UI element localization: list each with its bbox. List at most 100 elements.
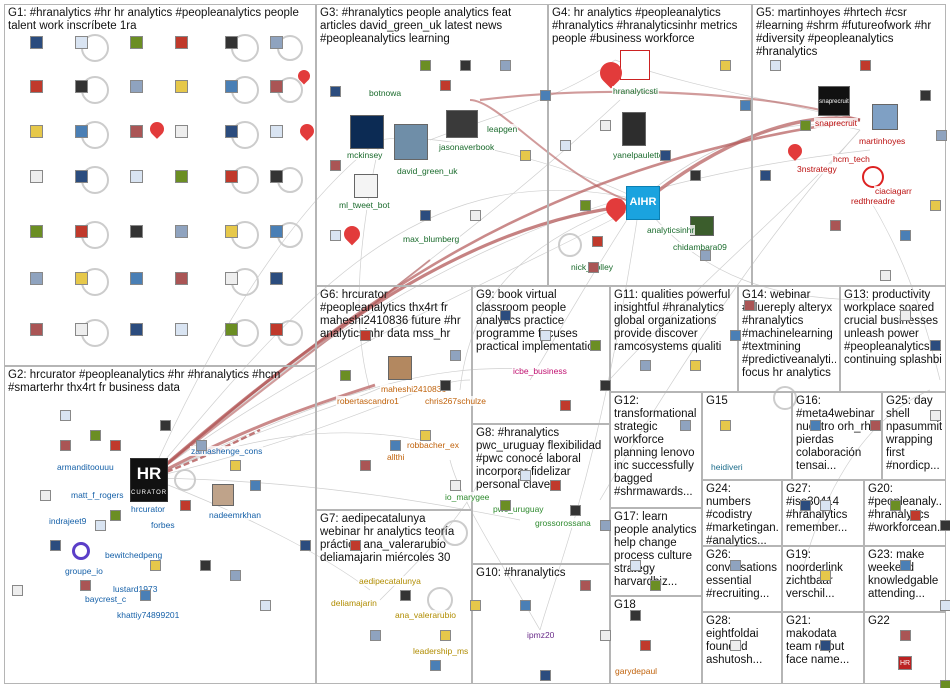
account-node[interactable] — [440, 80, 451, 91]
account-node[interactable] — [690, 360, 701, 371]
account-node[interactable] — [430, 660, 441, 671]
account-node[interactable] — [500, 310, 511, 321]
account-node[interactable] — [800, 500, 811, 511]
account-node[interactable] — [520, 150, 531, 161]
account-node[interactable] — [936, 130, 947, 141]
hranalyticsti-node[interactable] — [620, 50, 650, 80]
account-node[interactable] — [450, 350, 461, 361]
account-node[interactable] — [592, 236, 603, 247]
hr-small-logo[interactable]: HR — [898, 656, 912, 670]
hrcurator-logo[interactable]: HR CURATOR — [130, 458, 168, 502]
account-node[interactable] — [270, 323, 283, 336]
account-node[interactable] — [230, 570, 241, 581]
account-node[interactable] — [744, 300, 755, 311]
account-node[interactable] — [30, 225, 43, 238]
account-node[interactable] — [930, 340, 941, 351]
david-green-node[interactable] — [394, 124, 428, 160]
account-node[interactable] — [270, 272, 283, 285]
account-node[interactable] — [350, 540, 361, 551]
account-node[interactable] — [175, 170, 188, 183]
account-node[interactable] — [30, 272, 43, 285]
account-node[interactable] — [810, 420, 821, 431]
account-node[interactable] — [590, 340, 601, 351]
account-node[interactable] — [30, 170, 43, 183]
account-node[interactable] — [720, 60, 731, 71]
account-node[interactable] — [690, 170, 701, 181]
aihr-logo[interactable]: AIHR — [626, 186, 660, 220]
account-node[interactable] — [270, 36, 283, 49]
account-node[interactable] — [800, 120, 811, 131]
account-node[interactable] — [30, 36, 43, 49]
account-node[interactable] — [880, 270, 891, 281]
account-node[interactable] — [30, 80, 43, 93]
account-node[interactable] — [588, 262, 599, 273]
nadeemrkhan-node[interactable] — [212, 484, 234, 506]
martinhoyes-node[interactable] — [872, 104, 898, 130]
account-node[interactable] — [200, 560, 211, 571]
account-node[interactable] — [540, 330, 551, 341]
account-node[interactable] — [830, 220, 841, 231]
account-node[interactable] — [330, 86, 341, 97]
account-node[interactable] — [820, 640, 831, 651]
account-node[interactable] — [130, 272, 143, 285]
account-node[interactable] — [400, 590, 411, 601]
account-node[interactable] — [540, 90, 551, 101]
account-node[interactable] — [225, 80, 238, 93]
account-node[interactable] — [820, 500, 831, 511]
account-node[interactable] — [630, 610, 641, 621]
account-node[interactable] — [770, 60, 781, 71]
account-node[interactable] — [900, 230, 911, 241]
account-node[interactable] — [730, 330, 741, 341]
account-node[interactable] — [60, 410, 71, 421]
account-node[interactable] — [150, 560, 161, 571]
ml-tweet-bot-node[interactable] — [354, 174, 378, 198]
account-node[interactable] — [140, 590, 151, 601]
account-node[interactable] — [930, 200, 941, 211]
account-node[interactable] — [300, 540, 311, 551]
account-node[interactable] — [130, 80, 143, 93]
account-node[interactable] — [420, 430, 431, 441]
account-node[interactable] — [890, 500, 901, 511]
account-node[interactable] — [560, 140, 571, 151]
account-node[interactable] — [600, 520, 611, 531]
account-node[interactable] — [640, 360, 651, 371]
account-node[interactable] — [940, 520, 950, 531]
account-node[interactable] — [650, 580, 661, 591]
account-node[interactable] — [130, 36, 143, 49]
account-node[interactable] — [680, 420, 691, 431]
account-node[interactable] — [75, 170, 88, 183]
account-node[interactable] — [75, 272, 88, 285]
account-node[interactable] — [550, 480, 561, 491]
account-node[interactable] — [560, 400, 571, 411]
account-node[interactable] — [75, 323, 88, 336]
account-node[interactable] — [450, 480, 461, 491]
account-node[interactable] — [600, 630, 611, 641]
account-node[interactable] — [370, 630, 381, 641]
account-node[interactable] — [600, 380, 611, 391]
account-node[interactable] — [225, 125, 238, 138]
account-node[interactable] — [110, 440, 121, 451]
account-node[interactable] — [580, 580, 591, 591]
account-node[interactable] — [270, 125, 283, 138]
account-node[interactable] — [225, 225, 238, 238]
account-node[interactable] — [860, 60, 871, 71]
account-node[interactable] — [180, 500, 191, 511]
account-node[interactable] — [12, 585, 23, 596]
account-node[interactable] — [900, 630, 911, 641]
account-node[interactable] — [130, 323, 143, 336]
account-node[interactable] — [540, 670, 551, 681]
account-node[interactable] — [40, 490, 51, 501]
account-node[interactable] — [870, 420, 881, 431]
account-node[interactable] — [900, 560, 911, 571]
account-node[interactable] — [820, 570, 831, 581]
account-node[interactable] — [470, 600, 481, 611]
account-node[interactable] — [175, 125, 188, 138]
account-node[interactable] — [110, 510, 121, 521]
account-node[interactable] — [440, 630, 451, 641]
account-node[interactable] — [270, 170, 283, 183]
account-node[interactable] — [640, 640, 651, 651]
account-node[interactable] — [580, 200, 591, 211]
account-node[interactable] — [90, 430, 101, 441]
account-node[interactable] — [420, 210, 431, 221]
account-node[interactable] — [196, 440, 207, 451]
